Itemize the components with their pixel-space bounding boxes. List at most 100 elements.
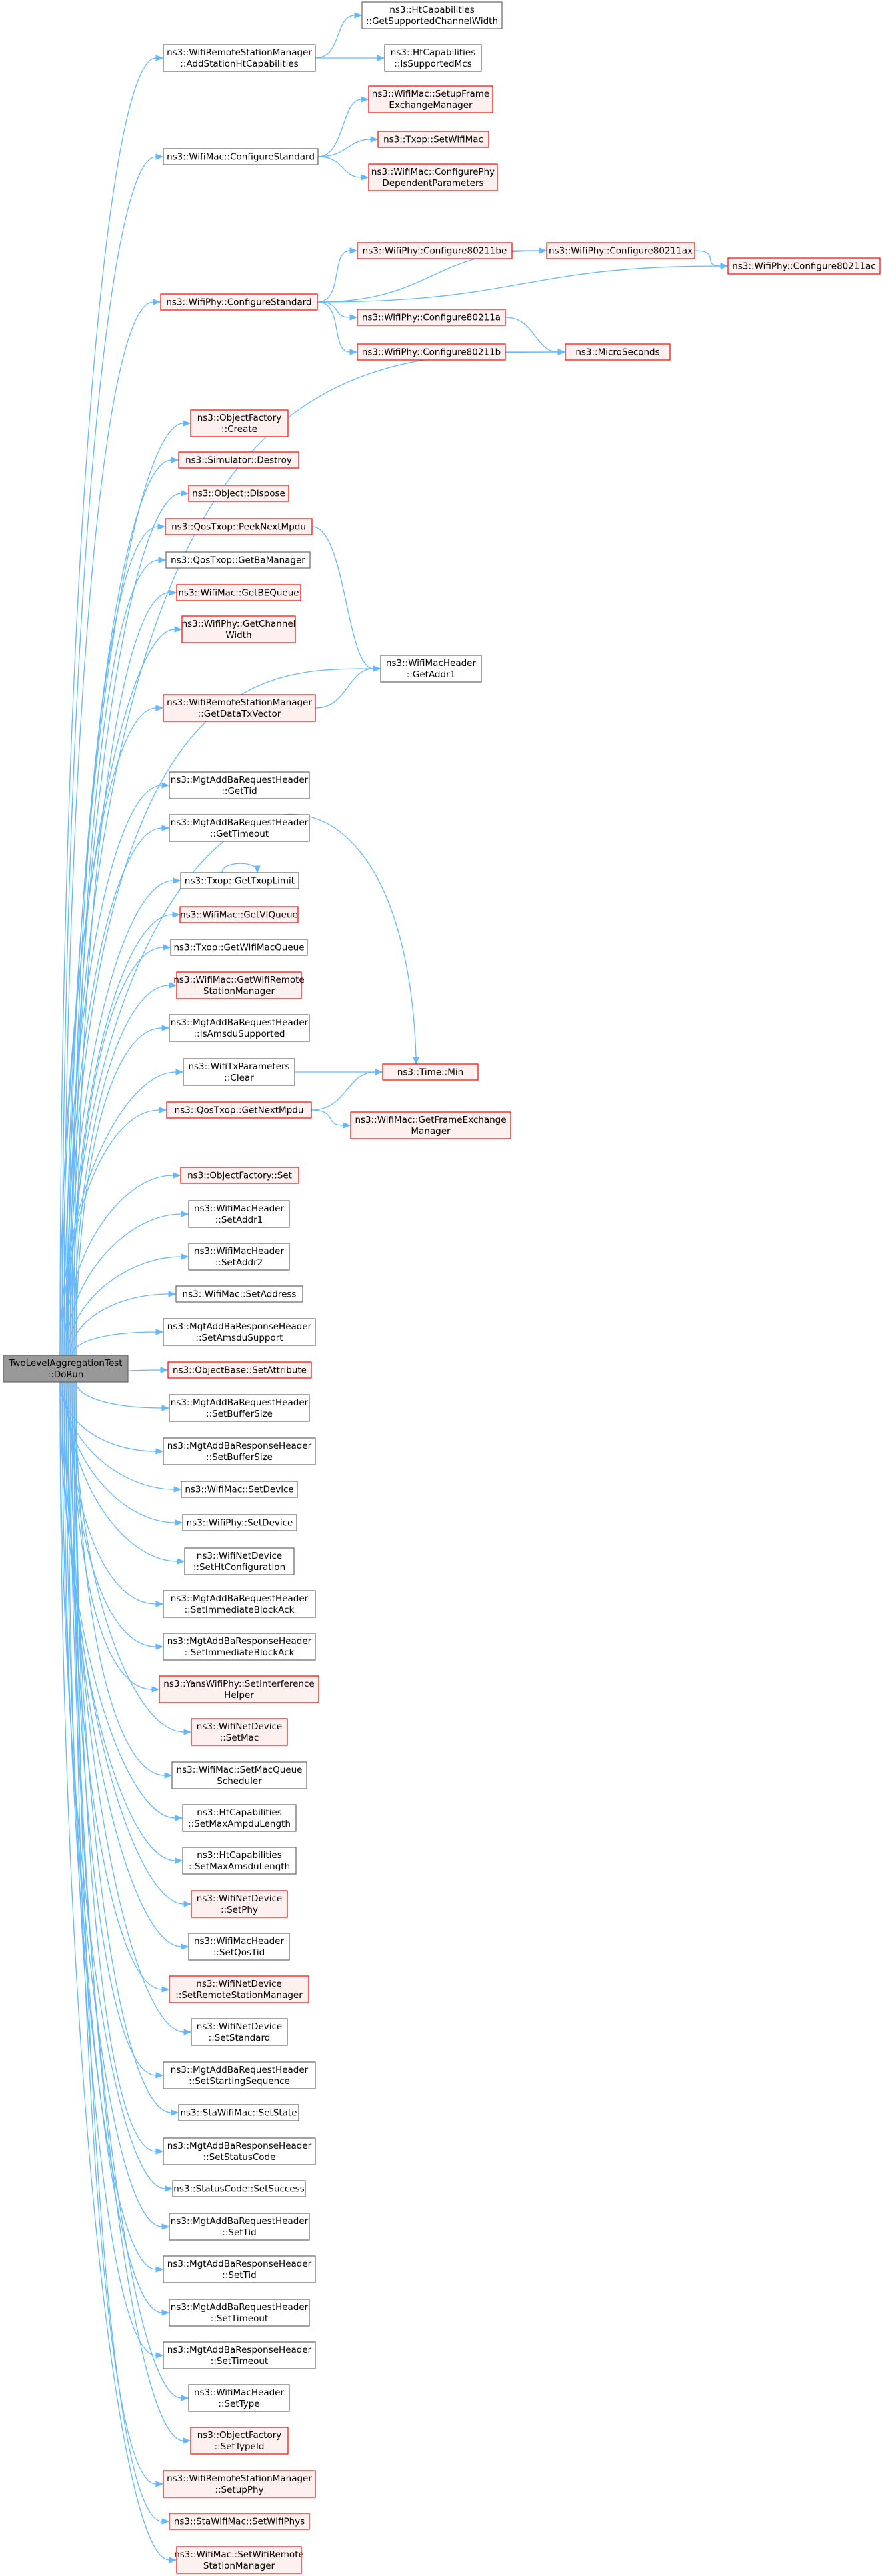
node-wrsgdt[interactable]: ns3::WifiRemoteStationManager::GetDataTx… <box>163 694 316 722</box>
node-mreqsiba[interactable]: ns3::MgtAddBaRequestHeader::SetImmediate… <box>163 1590 316 1618</box>
node-mreqsto[interactable]: ns3::MgtAddBaRequestHeader::SetTimeout <box>169 2299 310 2327</box>
node-wndss[interactable]: ns3::WifiNetDevice::SetStandard <box>191 2018 288 2046</box>
node-label: ns3::ObjectFactory::Set <box>187 1171 292 1181</box>
node-label: ::SetAddr1 <box>215 1215 263 1225</box>
node-qpgnm[interactable]: ns3::QosTxop::GetNextMpdu <box>166 1101 312 1119</box>
node-mreqgto[interactable]: ns3::MgtAddBaRequestHeader::GetTimeout <box>169 814 310 842</box>
node-wmcpdp[interactable]: ns3::WifiMac::ConfigurePhyDependentParam… <box>368 163 498 191</box>
node-swmss[interactable]: ns3::StaWifiMac::SetState <box>178 2104 299 2121</box>
node-label: ns3::WifiMacHeader <box>194 2387 285 2398</box>
node-wpsd[interactable]: ns3::WifiPhy::SetDevice <box>182 1514 297 1531</box>
node-root[interactable]: TwoLevelAggregationTest::DoRun <box>3 1355 129 1383</box>
node-wmgbe[interactable]: ns3::WifiMac::GetBEQueue <box>176 584 301 601</box>
node-swmswp[interactable]: ns3::StaWifiMac::SetWifiPhys <box>169 2513 310 2530</box>
node-wtpc[interactable]: ns3::WifiTxParameters::Clear <box>183 1058 295 1086</box>
edge-root-ofsti <box>71 1381 191 2444</box>
node-label: ns3::HtCapabilities <box>389 5 474 15</box>
node-hcsmal[interactable]: ns3::HtCapabilities::SetMaxAmpduLength <box>182 1804 297 1832</box>
node-scss[interactable]: ns3::StatusCode::SetSuccess <box>172 2180 306 2197</box>
node-whsqt[interactable]: ns3::WifiMacHeader::SetQosTid <box>188 1933 290 1961</box>
node-c11be[interactable]: ns3::WifiPhy::Configure80211be <box>357 242 513 259</box>
node-ofset[interactable]: ns3::ObjectFactory::Set <box>180 1167 299 1184</box>
node-micro[interactable]: ns3::MicroSeconds <box>565 343 671 361</box>
node-whsa1[interactable]: ns3::WifiMacHeader::SetAddr1 <box>188 1200 290 1228</box>
node-label: ns3::WifiPhy::Configure80211be <box>363 246 507 257</box>
node-qgbm[interactable]: ns3::QosTxop::GetBaManager <box>165 551 311 569</box>
node-mrespsiba[interactable]: ns3::MgtAddBaResponseHeader::SetImmediat… <box>163 1633 316 1661</box>
node-mreqias[interactable]: ns3::MgtAddBaRequestHeader::IsAmsduSuppo… <box>169 1014 310 1042</box>
edge-root-wrsgdt <box>61 705 164 1356</box>
node-label: ns3::QosTxop::PeekNextMpdu <box>171 522 306 533</box>
edge-root-wmswrsm <box>59 1381 177 2563</box>
node-c11b[interactable]: ns3::WifiPhy::Configure80211b <box>357 343 506 361</box>
node-wndshc[interactable]: ns3::WifiNetDevice::SetHtConfiguration <box>184 1547 295 1575</box>
node-wndsp[interactable]: ns3::WifiNetDevice::SetPhy <box>191 1890 288 1918</box>
node-hccw[interactable]: ns3::HtCapabilities::GetSupportedChannel… <box>361 1 503 29</box>
node-qpnm[interactable]: ns3::QosTxop::PeekNextMpdu <box>165 518 313 535</box>
node-label: Helper <box>224 1690 254 1701</box>
node-mrespsbs[interactable]: ns3::MgtAddBaResponseHeader::SetBufferSi… <box>163 1437 316 1465</box>
node-wmgwrsm[interactable]: ns3::WifiMac::GetWifiRemoteStationManage… <box>173 971 305 999</box>
node-label: ns3::MgtAddBaRequestHeader <box>171 1593 309 1604</box>
node-whga1[interactable]: ns3::WifiMacHeader::GetAddr1 <box>380 655 482 683</box>
node-label: ::SetImmediateBlockAck <box>185 1605 295 1615</box>
node-c11ax[interactable]: ns3::WifiPhy::Configure80211ax <box>546 242 695 259</box>
node-wmgvi[interactable]: ns3::WifiMac::GetVIQueue <box>179 906 299 923</box>
node-label: ::SetTid <box>222 2270 256 2281</box>
node-txgwmq[interactable]: ns3::Txop::GetWifiMacQueue <box>170 939 308 956</box>
node-txswm[interactable]: ns3::Txop::SetWifiMac <box>377 131 489 148</box>
node-label: ns3::Object::Dispose <box>192 489 285 499</box>
node-hcsmsl[interactable]: ns3::HtCapabilities::SetMaxAmsduLength <box>182 1847 297 1875</box>
node-simd[interactable]: ns3::Simulator::Destroy <box>178 451 299 469</box>
node-label: ns3::WifiPhy::ConfigureStandard <box>166 297 311 308</box>
node-c11ac[interactable]: ns3::WifiPhy::Configure80211ac <box>727 257 881 275</box>
node-whst[interactable]: ns3::WifiMacHeader::SetType <box>188 2384 290 2412</box>
edge-wpcs-c11ac <box>317 263 729 303</box>
node-mrespst[interactable]: ns3::MgtAddBaResponseHeader::SetTid <box>163 2255 316 2283</box>
edge-layer <box>59 12 729 2563</box>
node-label: ::SetQosTid <box>213 1947 265 1958</box>
node-whsa2[interactable]: ns3::WifiMacHeader::SetAddr2 <box>188 1243 290 1271</box>
node-label: ns3::MgtAddBaRequestHeader <box>171 817 309 828</box>
node-wrsmsp[interactable]: ns3::WifiRemoteStationManager::SetupPhy <box>163 2470 316 2498</box>
node-mrespssc[interactable]: ns3::MgtAddBaResponseHeader::SetStatusCo… <box>163 2137 316 2165</box>
node-hcism[interactable]: ns3::HtCapabilities::IsSupportedMcs <box>384 44 482 72</box>
node-wmcs[interactable]: ns3::WifiMac::ConfigureStandard <box>163 148 319 165</box>
node-c11a[interactable]: ns3::WifiPhy::Configure80211a <box>357 309 506 326</box>
node-label: ns3::MgtAddBaRequestHeader <box>171 2302 309 2313</box>
node-ofc[interactable]: ns3::ObjectFactory::Create <box>190 409 289 437</box>
node-label: ::SetHtConfiguration <box>193 1562 285 1573</box>
node-txgtl[interactable]: ns3::Txop::GetTxopLimit <box>180 872 299 889</box>
node-mreqsbs[interactable]: ns3::MgtAddBaRequestHeader::SetBufferSiz… <box>169 1394 310 1422</box>
edge-wpcs-c11be <box>317 247 358 303</box>
node-label: ::SetMac <box>220 1733 259 1743</box>
node-label: ::SetTid <box>222 2227 256 2238</box>
node-label: ns3::WifiMac::SetMacQueue <box>177 1765 303 1775</box>
node-mreqgtid[interactable]: ns3::MgtAddBaRequestHeader::GetTid <box>169 771 310 799</box>
node-mreqsss[interactable]: ns3::MgtAddBaRequestHeader::SetStartingS… <box>163 2061 316 2089</box>
node-mrespsas[interactable]: ns3::MgtAddBaResponseHeader::SetAmsduSup… <box>163 1318 316 1346</box>
edge-root-wrsmsp <box>73 1381 164 2487</box>
node-wpcs[interactable]: ns3::WifiPhy::ConfigureStandard <box>160 293 318 311</box>
node-wndsrsm[interactable]: ns3::WifiNetDevice::SetRemoteStationMana… <box>169 1975 309 2003</box>
node-arsm[interactable]: ns3::WifiRemoteStationManager::AddStatio… <box>163 44 316 72</box>
node-label: ns3::WifiPhy::Configure80211a <box>362 313 501 323</box>
node-wndsm[interactable]: ns3::WifiNetDevice::SetMac <box>191 1718 288 1746</box>
node-wmsd[interactable]: ns3::WifiMac::SetDevice <box>181 1481 298 1498</box>
node-wmsaddr[interactable]: ns3::WifiMac::SetAddress <box>175 1285 303 1303</box>
node-wmswrsm[interactable]: ns3::WifiMac::SetWifiRemoteStationManage… <box>174 2546 304 2574</box>
node-ofsti[interactable]: ns3::ObjectFactory::SetTypeId <box>190 2427 289 2455</box>
node-mrespsto[interactable]: ns3::MgtAddBaResponseHeader::SetTimeout <box>163 2341 316 2369</box>
node-tmin[interactable]: ns3::Time::Min <box>382 1063 479 1081</box>
edge-root-swmswp <box>75 1381 170 2525</box>
node-mreqst[interactable]: ns3::MgtAddBaRequestHeader::SetTid <box>169 2213 310 2241</box>
edge-root-txgwmq <box>71 944 171 1356</box>
node-obsa[interactable]: ns3::ObjectBase::SetAttribute <box>167 1361 312 1379</box>
node-label: Manager <box>411 1126 451 1137</box>
node-objd[interactable]: ns3::Object::Dispose <box>188 485 289 502</box>
